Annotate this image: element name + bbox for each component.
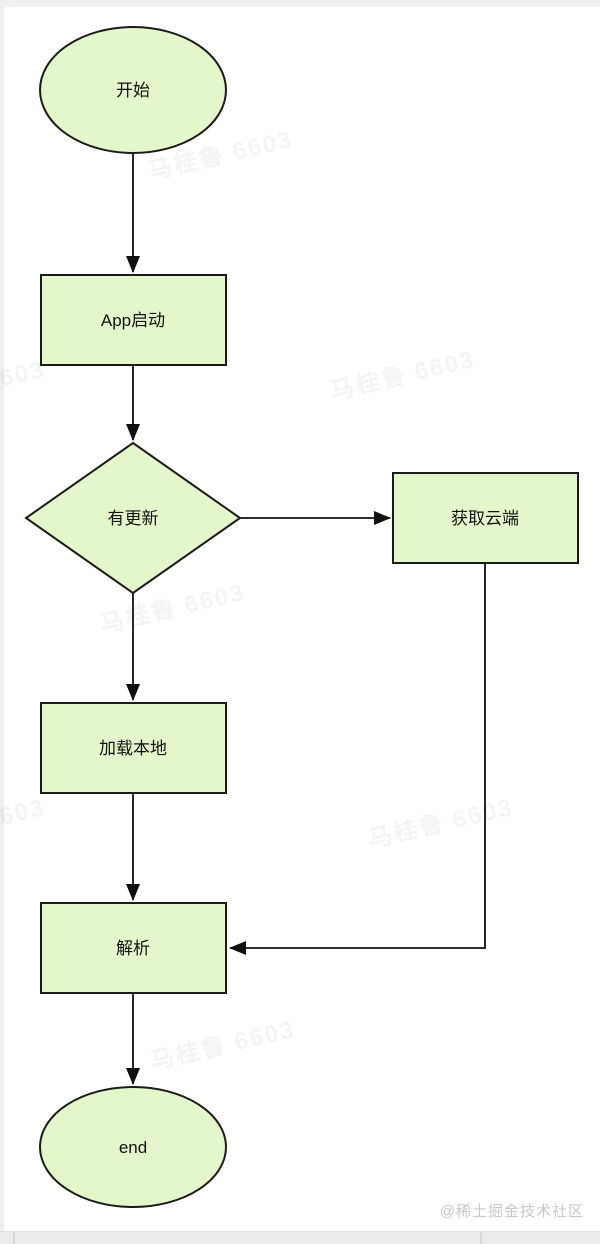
bottom-strip-tick [480, 1232, 482, 1244]
edge-fetchcloud-to-parse [229, 563, 486, 955]
fetch-cloud-label: 获取云端 [451, 509, 519, 528]
start-label: 开始 [116, 81, 150, 100]
app-launch-rect [40, 274, 227, 366]
load-local-rect [40, 702, 227, 794]
page-left-edge [0, 0, 4, 1244]
end-label: end [119, 1138, 147, 1157]
start-ellipse [39, 26, 227, 154]
app-launch-label: App启动 [101, 311, 165, 330]
fetch-cloud-rect [392, 472, 579, 564]
parse-rect [40, 902, 227, 994]
bottom-strip-tick [13, 1232, 15, 1244]
load-local-label: 加载本地 [99, 739, 167, 758]
has-update-diamond [24, 441, 242, 595]
site-credit-watermark: @稀土掘金技术社区 [439, 1203, 584, 1220]
page-top-edge [0, 0, 600, 7]
end-ellipse [39, 1086, 227, 1208]
has-update-label: 有更新 [108, 509, 159, 528]
bottom-strip [0, 1231, 600, 1244]
parse-label: 解析 [116, 939, 150, 958]
